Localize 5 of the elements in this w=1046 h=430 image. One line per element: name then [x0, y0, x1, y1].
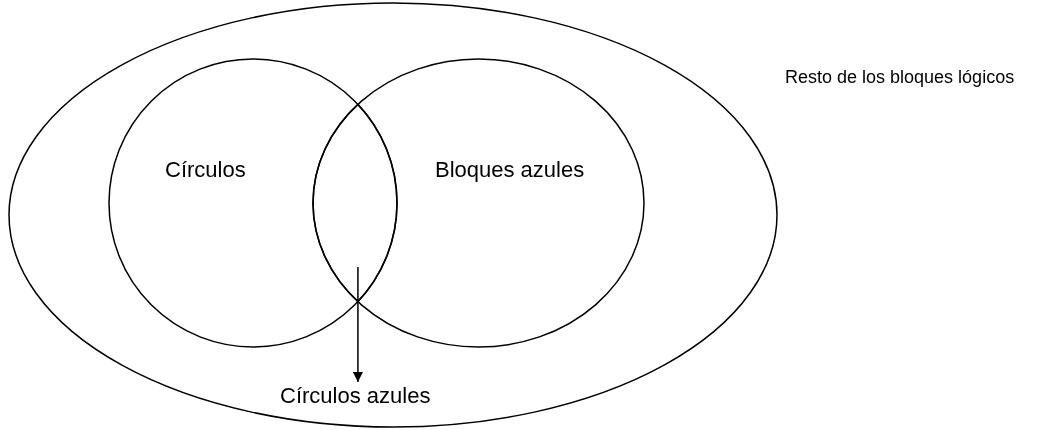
set-label: Círculos — [165, 157, 246, 183]
intersection-region — [313, 104, 397, 302]
set-label: Resto de los bloques lógicos — [785, 66, 1015, 89]
intersection-label: Círculos azules — [280, 383, 431, 409]
set-label: Bloques azules — [435, 157, 585, 183]
